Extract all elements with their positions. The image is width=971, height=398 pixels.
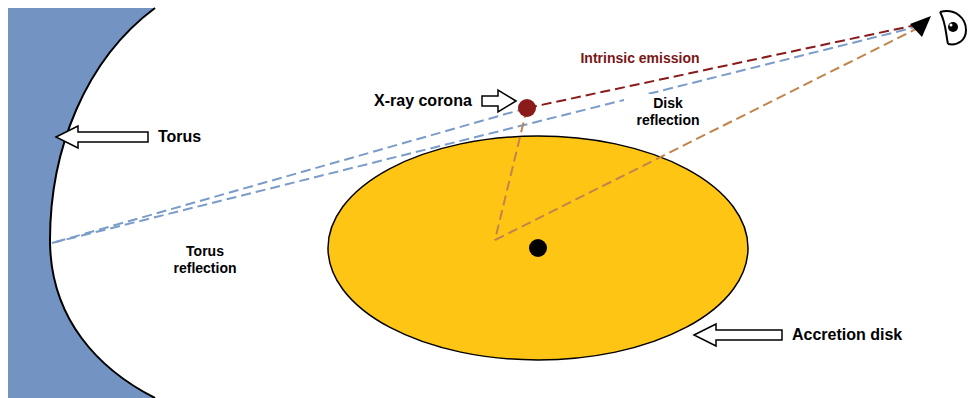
black-hole <box>529 239 547 257</box>
pointer-arrow <box>56 126 148 148</box>
intrinsic-ray <box>527 25 916 108</box>
corona-dot <box>518 99 536 117</box>
torus-outline <box>50 8 155 398</box>
accretion-disk <box>328 136 748 360</box>
pointer-arrow <box>694 324 782 346</box>
disk-ray <box>495 108 527 240</box>
torus-ray <box>52 108 527 243</box>
torus-ray <box>52 27 916 243</box>
torus-shape <box>8 8 155 398</box>
disk-ray <box>495 29 916 240</box>
label-text: Intrinsic emission <box>578 49 701 68</box>
observer-arrowhead <box>910 16 931 37</box>
pointer-arrow <box>482 90 516 112</box>
label-text: Accretion disk <box>790 324 904 345</box>
label-text: Disk reflection <box>624 94 712 130</box>
label-text: Torus <box>156 126 203 147</box>
label-text: X-ray corona <box>372 90 474 111</box>
label-text: Torus reflection <box>158 242 252 278</box>
eye-symbol <box>940 11 966 44</box>
